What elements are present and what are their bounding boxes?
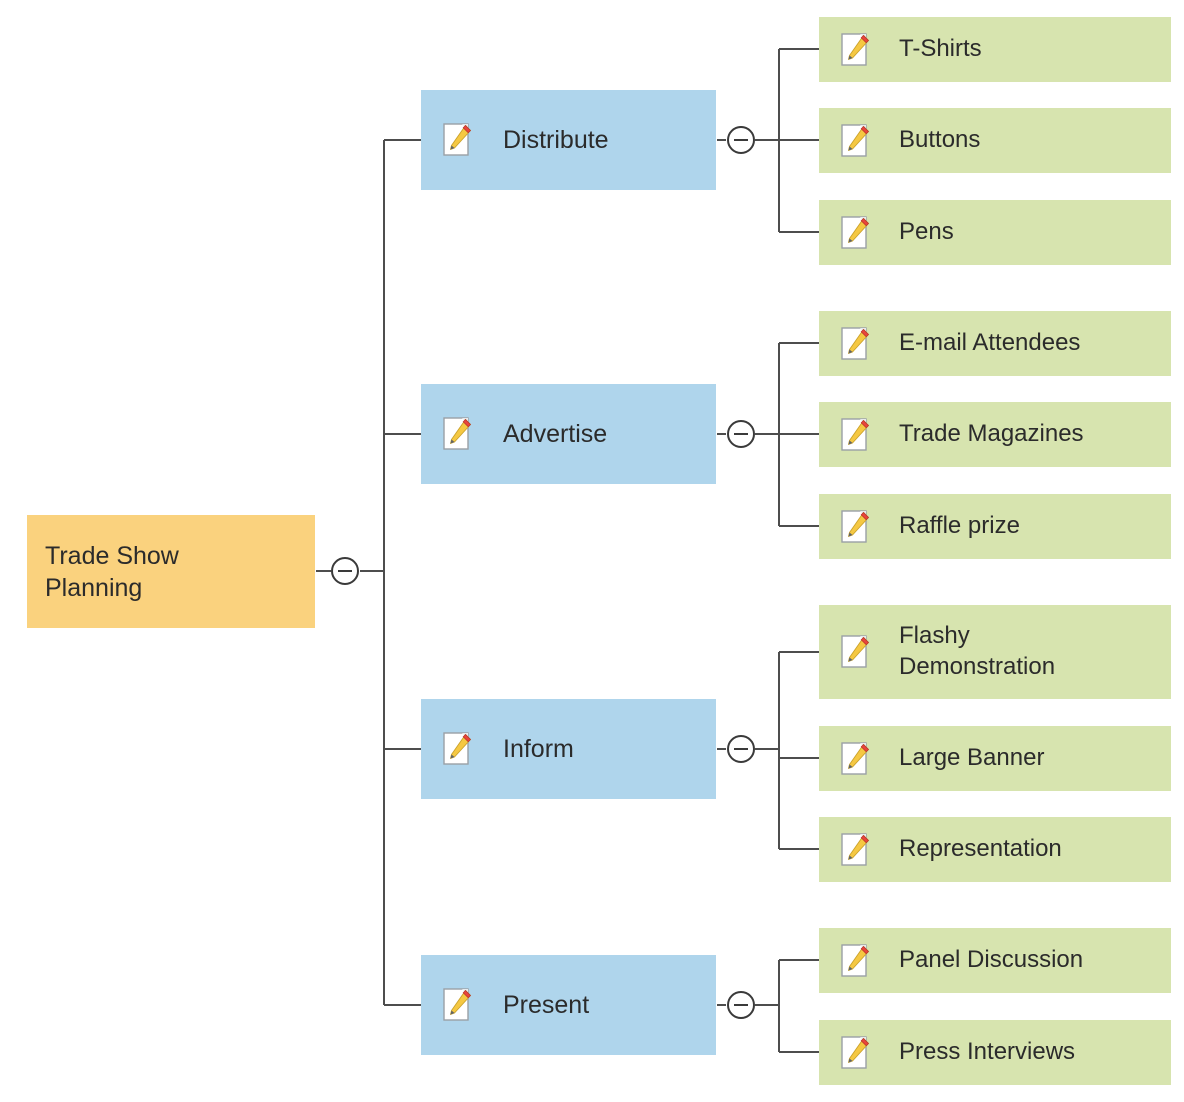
- note-pencil-icon: [841, 943, 869, 977]
- branch-node-inform[interactable]: Inform: [421, 699, 716, 799]
- branch-node-label: Advertise: [503, 420, 608, 448]
- branch-node-distribute[interactable]: Distribute: [421, 90, 716, 190]
- note-pencil-icon: [841, 326, 869, 360]
- leaf-node-label: Panel Discussion: [899, 946, 1084, 974]
- note-pencil-icon: [443, 417, 471, 450]
- note-pencil-icon: [841, 509, 869, 543]
- branch-node-advertise[interactable]: Advertise: [421, 384, 716, 484]
- branch-node-present[interactable]: Present: [421, 955, 716, 1055]
- leaf-node-label: Trade Magazines: [899, 420, 1084, 448]
- note-pencil-icon: [841, 123, 869, 157]
- collapse-toggle-present[interactable]: [727, 991, 755, 1019]
- collapse-toggle-inform[interactable]: [727, 735, 755, 763]
- branch-node-label: Inform: [503, 735, 574, 763]
- collapse-toggle-distribute[interactable]: [727, 126, 755, 154]
- leaf-node-label: Representation: [899, 835, 1062, 863]
- leaf-node-label: Press Interviews: [899, 1038, 1076, 1066]
- leaf-node-representation[interactable]: Representation: [819, 817, 1171, 882]
- leaf-node-label: T-Shirts: [899, 35, 982, 63]
- leaf-node-label: E-mail Attendees: [899, 329, 1081, 357]
- leaf-node-label: Large Banner: [899, 744, 1045, 772]
- leaf-node-label: Pens: [899, 218, 954, 246]
- branch-node-label: Present: [503, 991, 590, 1019]
- note-pencil-icon: [841, 1035, 869, 1069]
- leaf-node-e-mail-attendees[interactable]: E-mail Attendees: [819, 311, 1171, 376]
- note-pencil-icon: [841, 417, 869, 451]
- collapse-toggle-root[interactable]: [331, 557, 359, 585]
- leaf-node-press-interviews[interactable]: Press Interviews: [819, 1020, 1171, 1085]
- leaf-node-flashy-demonstration[interactable]: Flashy Demonstration: [819, 605, 1171, 699]
- branch-node-label: Distribute: [503, 126, 609, 154]
- leaf-node-pens[interactable]: Pens: [819, 200, 1171, 265]
- note-pencil-icon: [841, 741, 869, 775]
- leaf-node-label: Buttons: [899, 126, 981, 154]
- note-pencil-icon: [443, 732, 471, 765]
- note-pencil-icon: [841, 32, 869, 66]
- note-pencil-icon: [443, 123, 471, 156]
- leaf-node-panel-discussion[interactable]: Panel Discussion: [819, 928, 1171, 993]
- leaf-node-t-shirts[interactable]: T-Shirts: [819, 17, 1171, 82]
- leaf-node-large-banner[interactable]: Large Banner: [819, 726, 1171, 791]
- collapse-toggle-advertise[interactable]: [727, 420, 755, 448]
- leaf-node-buttons[interactable]: Buttons: [819, 108, 1171, 173]
- leaf-node-trade-magazines[interactable]: Trade Magazines: [819, 402, 1171, 467]
- note-pencil-icon: [841, 635, 869, 668]
- leaf-node-label: Raffle prize: [899, 512, 1020, 540]
- leaf-node-raffle-prize[interactable]: Raffle prize: [819, 494, 1171, 559]
- root-node-trade-show-planning[interactable]: Trade Show Planning: [27, 515, 315, 628]
- root-node-label: Trade Show Planning: [45, 541, 179, 602]
- note-pencil-icon: [841, 832, 869, 866]
- leaf-node-label: Flashy Demonstration: [899, 622, 1056, 680]
- note-pencil-icon: [443, 988, 471, 1021]
- note-pencil-icon: [841, 215, 869, 249]
